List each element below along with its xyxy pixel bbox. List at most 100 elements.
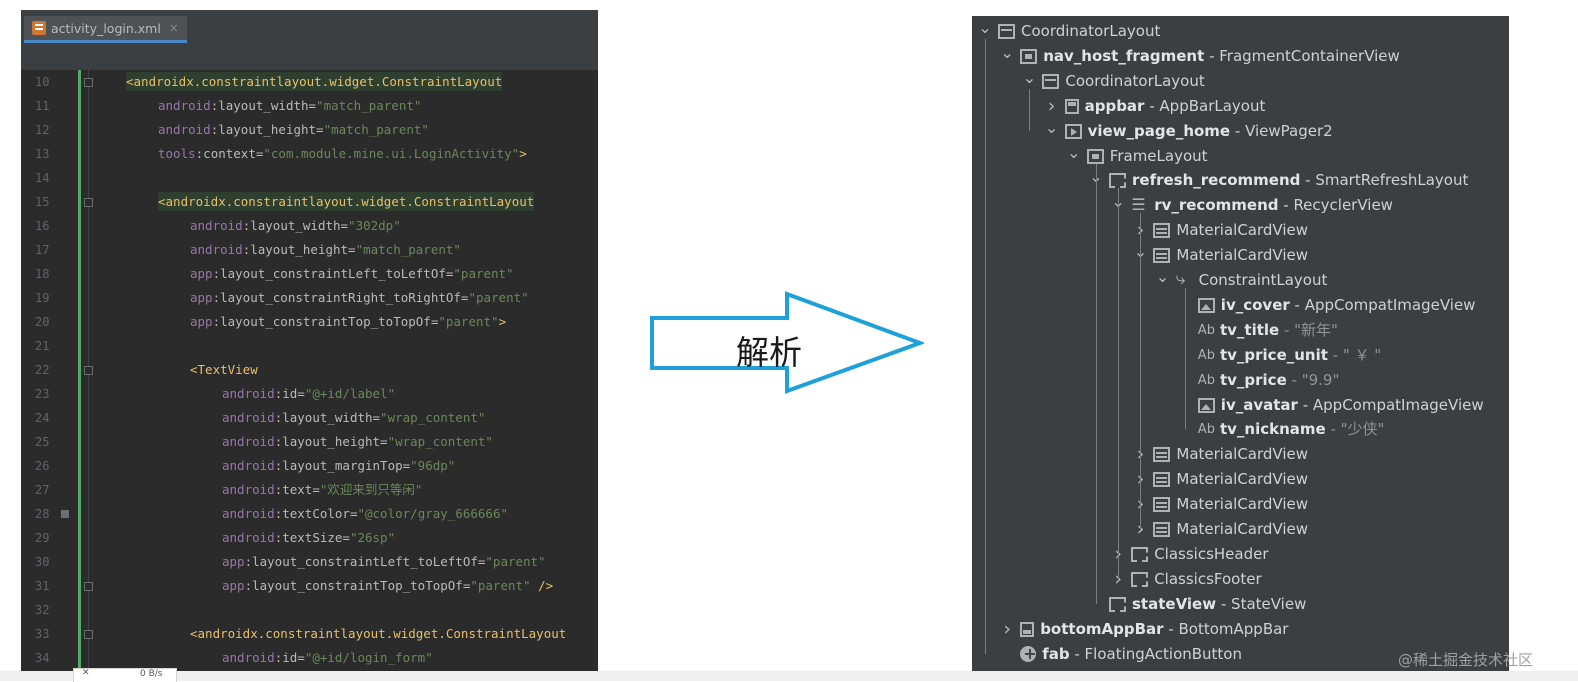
chevron-right-icon[interactable]: › [1133,442,1147,467]
tree-node[interactable]: › MaterialCardView [1133,517,1308,542]
node-type: RecyclerView [1293,196,1393,215]
code-line[interactable]: 14 [21,166,598,190]
tree-node[interactable]: ›MaterialCardView [1133,492,1308,517]
fold-icon[interactable] [84,78,93,87]
code-line[interactable]: 21 [21,334,598,358]
chevron-down-icon[interactable]: ⌄ [1155,267,1170,286]
chevron-down-icon[interactable]: ⌄ [1000,42,1014,62]
code-token: android [190,218,243,233]
tree-node[interactable]: › MaterialCardView [1133,218,1308,243]
tree-node[interactable]: fab - FloatingActionButton [1000,641,1242,667]
code-text: android:text="欢迎来到只等闲" [222,478,422,502]
code-token: :layout_marginTop= [274,458,411,473]
node-type: FloatingActionButton [1084,644,1242,663]
code-line[interactable]: 23 android:id="@+id/label" [21,382,598,406]
code-token: "wrap_content" [387,434,493,449]
tree-node[interactable]: iv_avatar - AppCompatImageView [1178,393,1484,418]
tree-node[interactable]: stateView - StateView [1089,592,1306,617]
fold-icon[interactable] [84,630,93,639]
tree-node[interactable]: ⌄rv_recommend - RecyclerView [1111,192,1393,218]
chevron-down-icon[interactable]: ⌄ [1067,142,1081,162]
component-tree[interactable]: ⌄CoordinatorLayout⌄nav_host_fragment - F… [972,16,1509,671]
fold-icon[interactable] [84,582,93,591]
tree-node[interactable]: ›MaterialCardView [1133,467,1308,492]
tree-node[interactable]: ›appbar - AppBarLayout [1045,94,1266,119]
tree-node[interactable]: iv_cover - AppCompatImageView [1178,293,1475,318]
line-number: 10 [35,75,50,89]
chevron-right-icon[interactable]: › [1133,218,1147,243]
chevron-right-icon[interactable]: › [1114,567,1122,590]
chevron-down-icon[interactable]: ⌄ [1022,67,1037,87]
code-line[interactable]: 22<TextView [21,358,598,382]
tree-node[interactable]: ⌄CoordinatorLayout [1022,68,1205,94]
fold-icon[interactable] [84,366,93,375]
chevron-right-icon[interactable]: › [1133,492,1147,517]
text-icon: Ab [1197,347,1215,363]
tree-node[interactable]: ›MaterialCardView [1133,442,1308,467]
code-line[interactable]: 32 [21,598,598,622]
node-type: MaterialCardView [1176,520,1309,538]
close-icon[interactable]: × [168,21,179,35]
editor-tab[interactable]: activity_login.xml × [24,16,187,43]
chevron-right-icon[interactable]: › [1136,518,1145,540]
chevron-down-icon[interactable]: ⌄ [1044,117,1059,137]
tree-node[interactable]: ›bottomAppBar - BottomAppBar [1000,617,1288,642]
tree-node[interactable]: ⌄view_page_home - ViewPager2 [1045,118,1333,144]
tree-node[interactable]: ⌄ConstraintLayout [1156,267,1327,293]
code-line[interactable]: 33<androidx.constraintlayout.widget.Cons… [21,622,598,646]
tree-guide-line [1140,213,1142,529]
node-type: MaterialCardView [1176,221,1309,240]
node-id: iv_avatar [1220,395,1298,414]
node-separator: - [1216,594,1232,613]
tree-node[interactable]: ›ClassicsHeader [1111,542,1268,567]
tree-node[interactable]: ⌄nav_host_fragment - FragmentContainerVi… [1000,43,1399,69]
tree-node[interactable]: ›ClassicsFooter [1111,567,1261,592]
line-number: 13 [35,147,50,161]
line-number: 23 [35,387,50,401]
tree-node[interactable]: ⌄FrameLayout [1067,143,1207,169]
code-line[interactable]: 15<androidx.constraintlayout.widget.Cons… [21,190,598,214]
text-icon: Ab [1197,372,1215,388]
line-number: 31 [35,579,50,593]
chevron-right-icon[interactable]: › [1133,467,1147,492]
status-mini-tab: ✕ 0 B/s [73,668,177,682]
chevron-right-icon[interactable]: › [1047,94,1056,117]
line-number: 33 [35,627,50,641]
chevron-down-icon[interactable]: ⌄ [978,18,992,37]
code-line[interactable]: 10<androidx.constraintlayout.widget.Cons… [21,70,598,94]
chevron-right-icon[interactable]: › [1111,542,1125,567]
code-area[interactable]: 10<androidx.constraintlayout.widget.Cons… [21,70,598,671]
line-number: 15 [35,195,50,209]
code-text: android:id="@+id/label" [222,382,395,406]
tree-node[interactable]: ⌄refresh_recommend - SmartRefreshLayout [1089,167,1468,193]
appbar-icon [1064,98,1079,114]
tree-node[interactable]: ⌄CoordinatorLayout [978,18,1160,44]
code-editor[interactable]: activity_login.xml × 10<androidx.constra… [21,10,598,671]
code-token: app [222,554,245,569]
node-id: tv_nickname [1219,420,1326,439]
fold-icon[interactable] [84,198,93,207]
chevron-right-icon[interactable]: › [1003,617,1011,640]
frame-icon [1020,48,1038,64]
